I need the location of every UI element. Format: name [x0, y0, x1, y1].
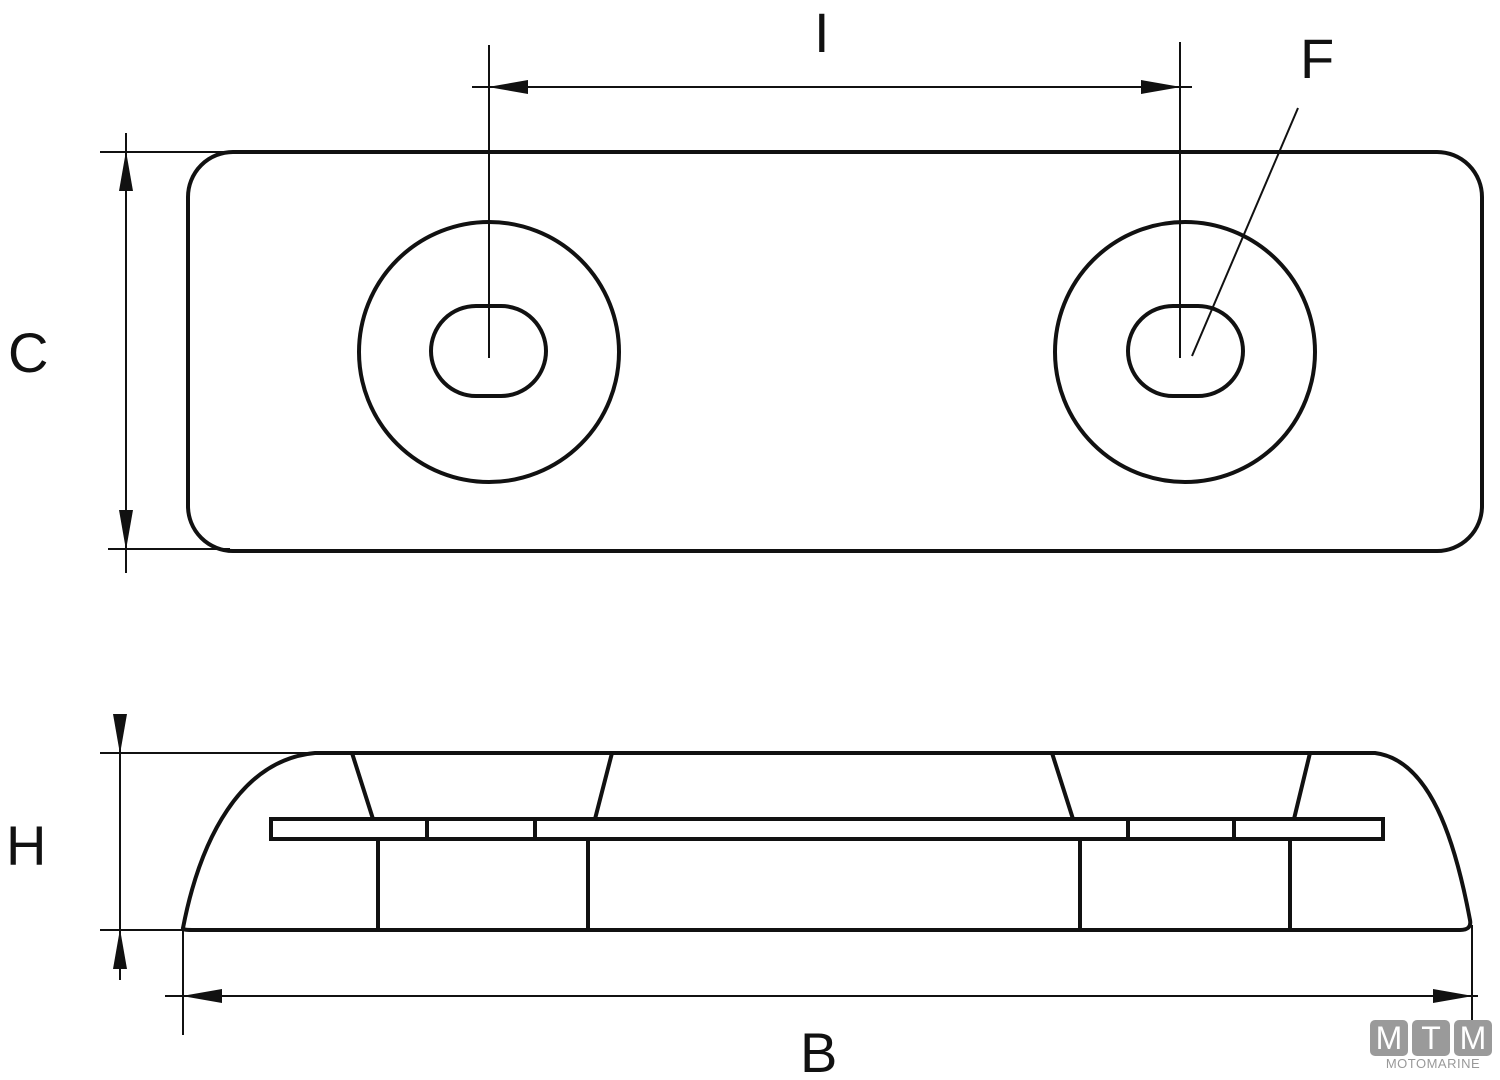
- plate-outline: [186, 150, 1484, 553]
- label-c: C: [8, 321, 48, 384]
- logo-text: MOTOMARINE: [1385, 1056, 1481, 1071]
- logo-letter: T: [1412, 1020, 1450, 1056]
- label-h: H: [6, 814, 46, 877]
- dimension-i: I: [472, 1, 1192, 358]
- leader-f: [1191, 107, 1299, 357]
- logo-letter: M: [1454, 1020, 1492, 1056]
- top-view: [186, 150, 1484, 553]
- dimension-c: C: [8, 133, 230, 573]
- dimension-h: H: [6, 714, 320, 980]
- label-b: B: [800, 1021, 837, 1080]
- logo-letter: M: [1370, 1020, 1408, 1056]
- dimension-b: B: [165, 925, 1478, 1080]
- label-f: F: [1300, 27, 1334, 90]
- right-slot: [1126, 304, 1245, 398]
- label-i: I: [814, 1, 830, 64]
- side-view: [180, 751, 1473, 932]
- right-countersink: [1053, 220, 1317, 484]
- motomarine-logo: M T M MOTOMARINE: [1370, 1020, 1496, 1078]
